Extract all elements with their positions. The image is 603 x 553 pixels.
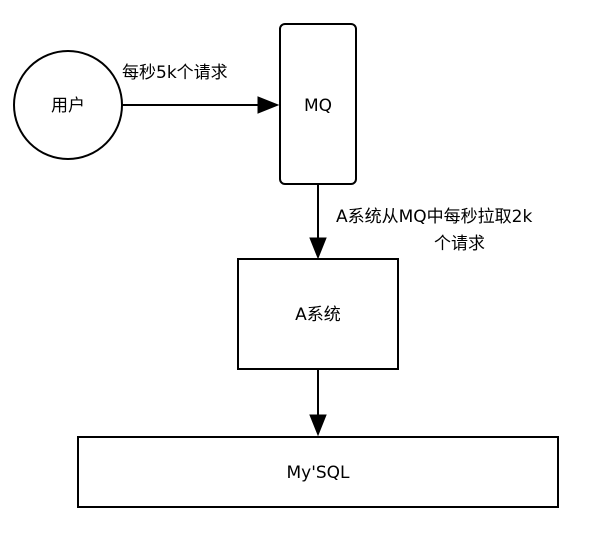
edge-mq-to-system-a: A系统从MQ中每秒拉取2k 个请求	[309, 185, 532, 260]
system-a-box	[237, 258, 399, 370]
node-system-a: A系统	[237, 258, 399, 370]
node-mq: MQ	[279, 23, 357, 185]
mq-label: MQ	[304, 96, 332, 116]
mq-box	[279, 23, 357, 185]
mq-to-system-a-label-line2: 个请求	[434, 234, 485, 254]
user-label: 用户	[51, 96, 85, 116]
user-to-mq-arrowhead	[257, 96, 280, 114]
system-a-label: A系统	[295, 305, 341, 325]
mysql-box	[77, 436, 559, 508]
edge-system-a-to-mysql	[309, 370, 327, 437]
mysql-label: My'SQL	[286, 463, 350, 483]
node-mysql: My'SQL	[77, 436, 559, 508]
user-to-mq-label: 每秒5k个请求	[122, 63, 228, 83]
mq-to-system-a-label-line1: A系统从MQ中每秒拉取2k	[336, 207, 532, 227]
system-a-to-mysql-arrowhead	[309, 414, 327, 437]
edge-user-to-mq: 每秒5k个请求	[122, 63, 280, 114]
mq-to-system-a-arrowhead	[309, 237, 327, 260]
node-user: 用户	[13, 50, 123, 160]
